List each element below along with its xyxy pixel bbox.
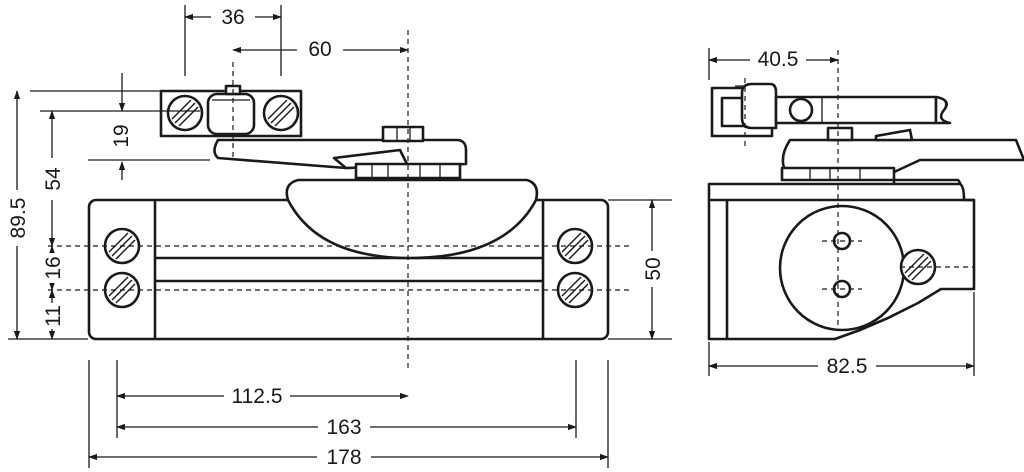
front-view [48,30,630,372]
side-arm [781,138,1024,175]
dim-60: 60 [308,38,331,61]
dim-163: 163 [326,416,361,439]
arm-nut [381,125,425,143]
dim-11: 11 [42,305,65,327]
side-pinion-disc [778,204,906,332]
dim-16: 16 [42,256,65,279]
dim-40-5: 40.5 [758,48,799,71]
dim-36: 36 [221,6,244,29]
arm-link [740,82,778,130]
dim-178: 178 [326,446,361,469]
plate-screw-right [262,94,300,132]
dim-19: 19 [110,124,133,147]
side-dimensions: 40.5 82.5 [708,46,975,378]
arm-pivot [788,97,814,123]
dim-54: 54 [42,167,65,191]
side-view [707,50,1024,341]
dim-89-5: 89.5 [7,198,30,239]
front-dimensions: 36 60 19 89.5 54 16 11 50 [6,4,672,469]
plate-screw-left [166,94,204,132]
dim-112-5: 112.5 [232,385,283,408]
dim-82-5: 82.5 [827,355,868,378]
body-cover [285,178,539,260]
dim-50: 50 [642,257,665,280]
